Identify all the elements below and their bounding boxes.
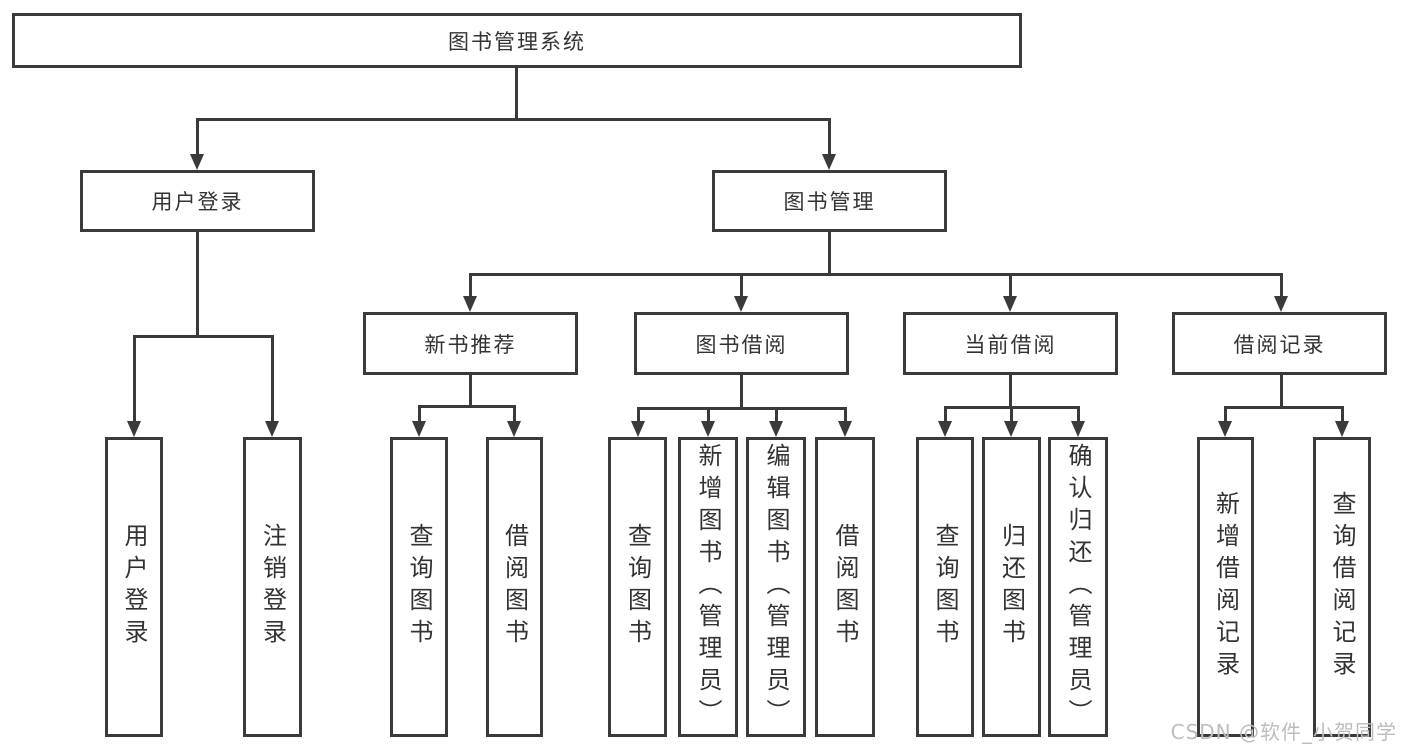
connector-line (1280, 273, 1283, 300)
connector-line (637, 407, 847, 410)
leaf-current-return-books-label: 归还图书 (997, 523, 1026, 651)
leaf-borrowing-query-books-label: 查询图书 (623, 523, 652, 651)
leaf-recommend-query-books-label: 查询图书 (405, 523, 433, 651)
connector-line (1009, 375, 1012, 408)
connector-line (1224, 406, 1227, 425)
leaf-borrowing-query-books: 查询图书 (608, 437, 667, 737)
csdn-watermark: CSDN @软件_小贺同学 (1170, 720, 1397, 744)
connector-line (828, 118, 831, 158)
leaf-records-query-record-label: 查询借阅记录 (1328, 491, 1356, 683)
leaf-records-add-record-label: 新增借阅记录 (1211, 491, 1240, 683)
arrow-down-icon (190, 154, 204, 170)
connector-line (271, 335, 274, 425)
leaf-borrowing-add-books-admin-label: 新增图书（管理员） (694, 443, 722, 731)
arrow-down-icon (127, 421, 141, 437)
arrow-down-icon (734, 296, 748, 312)
connector-line (1009, 273, 1012, 300)
arrow-down-icon (822, 154, 836, 170)
connector-line (469, 273, 472, 300)
node-book-management: 图书管理 (712, 170, 947, 232)
leaf-current-query-books-label: 查询图书 (931, 523, 959, 651)
connector-line (740, 273, 743, 300)
leaf-recommend-borrow-books: 借阅图书 (486, 437, 543, 737)
connector-line (844, 407, 847, 425)
leaf-current-query-books: 查询图书 (916, 437, 974, 737)
leaf-logout-label: 注销登录 (258, 523, 287, 651)
node-book-borrowing: 图书借阅 (634, 312, 849, 375)
connector-line (133, 335, 136, 425)
arrow-down-icon (1274, 296, 1288, 312)
leaf-user-login: 用户登录 (105, 437, 163, 737)
arrow-down-icon (1003, 296, 1017, 312)
arrow-down-icon (631, 421, 645, 437)
arrow-down-icon (701, 421, 715, 437)
connector-line (707, 407, 710, 425)
leaf-recommend-borrow-books-label: 借阅图书 (500, 523, 529, 651)
leaf-current-return-books: 归还图书 (982, 437, 1041, 737)
leaf-user-login-label: 用户登录 (120, 523, 148, 651)
node-new-book-recommend-label: 新书推荐 (424, 332, 517, 357)
arrow-down-icon (1071, 421, 1085, 437)
node-borrow-records: 借阅记录 (1172, 312, 1387, 375)
connector-line (1280, 375, 1283, 408)
connector-line (515, 68, 518, 120)
arrow-down-icon (1218, 421, 1232, 437)
arrow-down-icon (265, 421, 279, 437)
leaf-borrowing-add-books-admin: 新增图书（管理员） (678, 437, 738, 737)
arrow-down-icon (412, 421, 426, 437)
connector-line (196, 118, 831, 121)
node-root-label: 图书管理系统 (448, 29, 586, 54)
connector-line (469, 273, 1283, 276)
leaf-current-confirm-return-admin: 确认归还（管理员） (1048, 437, 1108, 737)
leaf-recommend-query-books: 查询图书 (390, 437, 448, 737)
connector-line (944, 406, 947, 425)
connector-line (196, 118, 199, 158)
leaf-records-add-record: 新增借阅记录 (1197, 437, 1254, 737)
leaf-records-query-record: 查询借阅记录 (1313, 437, 1371, 737)
arrow-down-icon (1004, 421, 1018, 437)
node-book-borrowing-label: 图书借阅 (695, 332, 788, 357)
connector-line (1010, 406, 1013, 425)
arrow-down-icon (938, 421, 952, 437)
leaf-logout: 注销登录 (243, 437, 302, 737)
connector-line (513, 405, 516, 425)
arrow-down-icon (463, 296, 477, 312)
connector-line (1341, 406, 1344, 425)
connector-line (775, 407, 778, 425)
connector-line (637, 407, 640, 425)
leaf-borrowing-edit-books-admin: 编辑图书（管理员） (746, 437, 806, 737)
arrow-down-icon (838, 421, 852, 437)
arrow-down-icon (507, 421, 521, 437)
connector-line (418, 405, 421, 425)
connector-line (133, 335, 274, 338)
connector-line (740, 375, 743, 409)
node-book-management-label: 图书管理 (783, 190, 876, 214)
node-borrow-records-label: 借阅记录 (1233, 332, 1326, 357)
node-user-login-label: 用户登录 (151, 190, 244, 214)
leaf-borrowing-edit-books-admin-label: 编辑图书（管理员） (762, 443, 790, 731)
leaf-borrowing-borrow-books: 借阅图书 (815, 437, 875, 737)
arrow-down-icon (1335, 421, 1349, 437)
connector-line (828, 232, 831, 275)
connector-line (469, 375, 472, 407)
node-new-book-recommend: 新书推荐 (363, 312, 578, 375)
connector-line (196, 232, 199, 337)
connector-line (1224, 406, 1344, 409)
node-user-login: 用户登录 (80, 170, 315, 232)
leaf-current-confirm-return-admin-label: 确认归还（管理员） (1064, 443, 1092, 731)
leaf-borrowing-borrow-books-label: 借阅图书 (831, 523, 859, 651)
node-current-borrowing: 当前借阅 (903, 312, 1118, 375)
node-root: 图书管理系统 (12, 13, 1022, 68)
node-current-borrowing-label: 当前借阅 (964, 332, 1057, 357)
arrow-down-icon (769, 421, 783, 437)
connector-line (418, 405, 516, 408)
connector-line (1077, 406, 1080, 425)
